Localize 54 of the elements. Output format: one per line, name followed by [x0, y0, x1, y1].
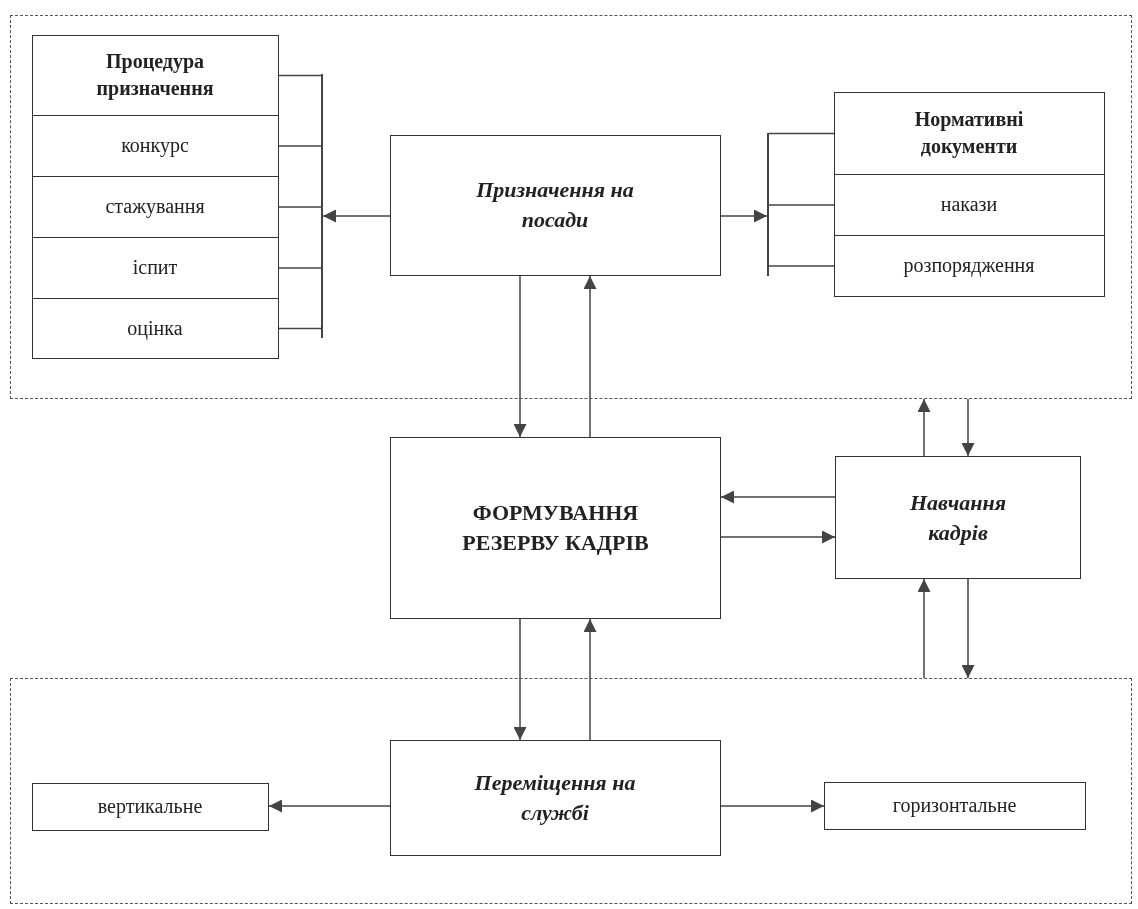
box-label: стажування: [105, 194, 205, 220]
bracket-bar: [766, 132, 769, 276]
connector-line: [768, 265, 835, 267]
arrow: [322, 209, 391, 223]
table-cell: [31, 297, 279, 359]
bracket-bar: [320, 73, 323, 338]
process-box: [835, 456, 1081, 579]
box-label: Нормативні документи: [913, 107, 1025, 160]
table-cell: [31, 114, 279, 177]
process-box: [389, 739, 721, 856]
arrow: [917, 398, 931, 457]
arrow: [917, 578, 931, 679]
process-box: [823, 781, 1086, 830]
arrow: [583, 275, 597, 438]
arrow: [720, 209, 768, 223]
box-label: іспит: [132, 255, 178, 280]
box-label: горизонтальне: [892, 793, 1017, 819]
box-label: конкурс: [121, 133, 189, 159]
process-box: [390, 437, 721, 619]
box-label: вертикальне: [97, 794, 203, 820]
connector-line: [278, 206, 322, 208]
dashed-region: [10, 15, 1132, 399]
arrow: [720, 490, 836, 504]
table-header-cell: [833, 91, 1105, 175]
box-label: ФОРМУВАННЯ РЕЗЕРВУ КАДРІВ: [461, 499, 650, 557]
arrow: [720, 799, 825, 813]
box-label: оцінка: [127, 315, 183, 342]
arrow: [513, 275, 527, 438]
box-label: Процедура призначення: [95, 49, 215, 102]
table-cell: [31, 236, 279, 299]
arrow: [961, 578, 975, 679]
connector-line: [278, 74, 322, 77]
connector-line: [768, 204, 835, 206]
box-label: Призначення на посади: [475, 176, 635, 234]
process-box: [389, 134, 721, 276]
process-box: [31, 782, 269, 831]
dashed-region: [10, 678, 1132, 904]
arrow: [583, 618, 597, 741]
box-label: Навчання кадрів: [908, 488, 1008, 547]
connector-line: [278, 267, 322, 269]
arrow: [268, 799, 391, 813]
arrow: [513, 618, 527, 741]
box-label: накази: [940, 192, 998, 217]
table-cell: [833, 173, 1105, 236]
connector-line: [278, 145, 322, 147]
connector-line: [768, 132, 835, 135]
table-header-cell: [31, 34, 279, 116]
box-label: розпорядження: [903, 253, 1035, 279]
table-cell: [31, 175, 279, 238]
arrow: [961, 398, 975, 457]
arrow: [720, 530, 836, 544]
table-cell: [833, 234, 1105, 297]
connector-line: [278, 327, 322, 330]
box-label: Переміщення на службі: [473, 768, 637, 827]
